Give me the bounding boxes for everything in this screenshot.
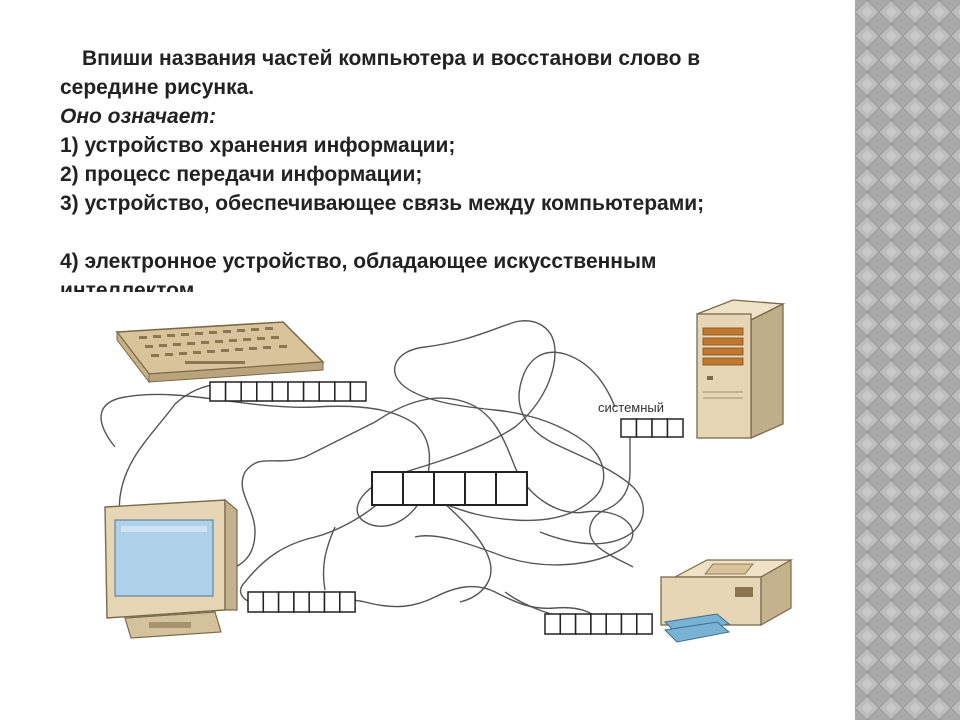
decorative-pattern-strip	[855, 0, 960, 720]
meaning-item-2: 2) процесс передачи информации;	[60, 160, 840, 189]
answer-cells-keyboard[interactable]	[210, 382, 366, 401]
task-instruction: Впиши названия частей компьютера и восст…	[60, 44, 840, 73]
meaning-item-3: 3) устройство, обеспечивающее связь межд…	[60, 189, 840, 218]
monitor-picture	[105, 500, 237, 638]
system-unit-label: системный	[598, 400, 664, 415]
meaning-item-4: 4) электронное устройство, обладающее ис…	[60, 247, 840, 276]
answer-cells-center-word[interactable]	[372, 472, 527, 505]
answer-cells-system-unit[interactable]	[621, 419, 683, 437]
meaning-item-4-cont: интеллектом.	[60, 276, 840, 292]
meaning-heading: Оно означает:	[60, 102, 840, 131]
computer-parts-picture: системный	[85, 292, 805, 662]
task-instruction-cont: середине рисунка.	[60, 73, 840, 102]
answer-cells-monitor[interactable]	[248, 592, 355, 612]
meaning-item-1: 1) устройство хранения информации;	[60, 131, 840, 160]
answer-cells-printer[interactable]	[545, 614, 652, 634]
task-text: Впиши названия частей компьютера и восст…	[60, 44, 840, 292]
system-unit-picture	[697, 300, 783, 438]
